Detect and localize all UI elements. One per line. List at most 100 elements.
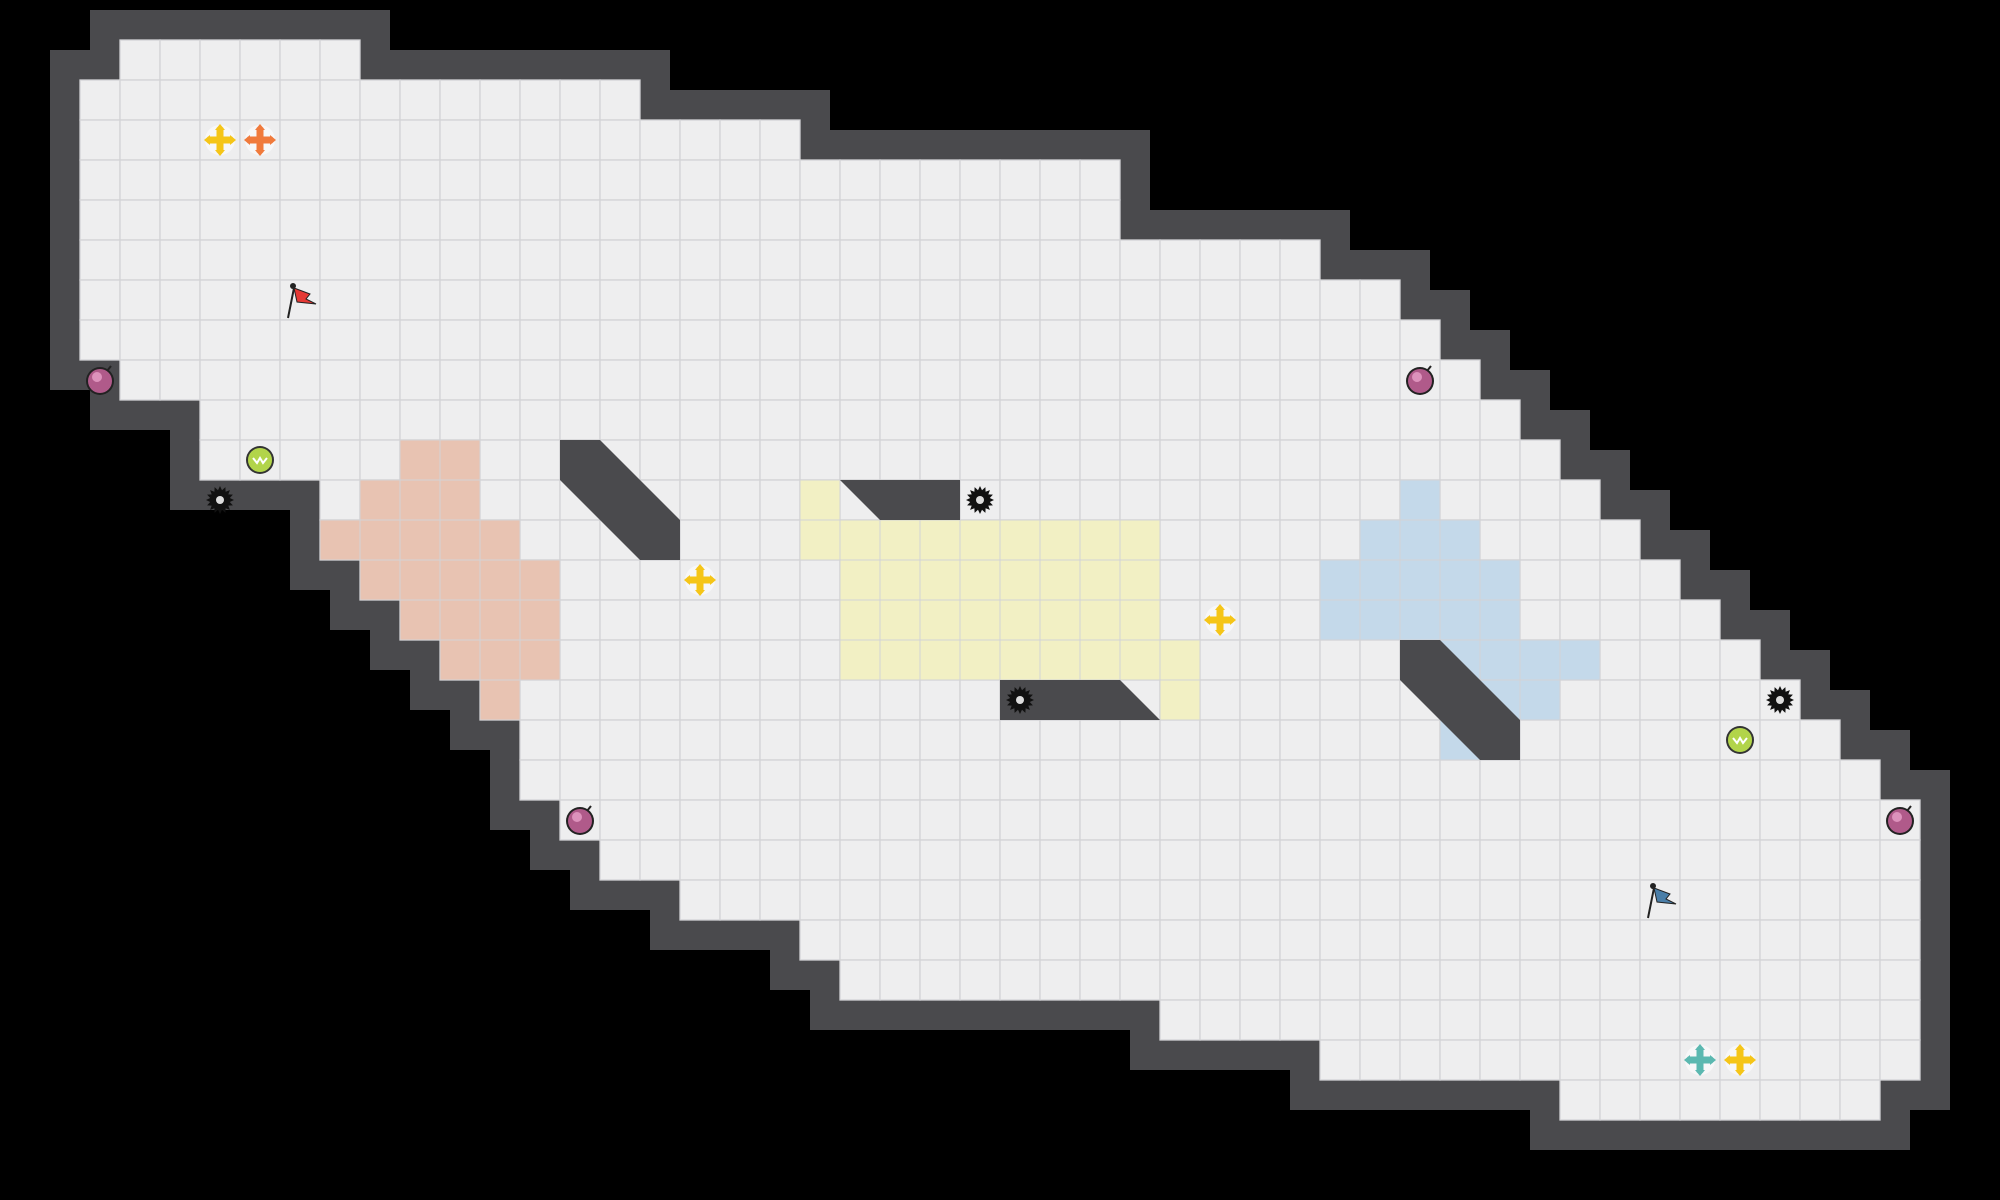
blue-zone-tile: [1439, 559, 1481, 601]
floor-tile: [439, 279, 481, 321]
floor-tile: [1079, 279, 1121, 321]
floor-tile: [1719, 1079, 1761, 1121]
floor-tile: [1159, 399, 1201, 441]
boost-icon: [246, 446, 274, 474]
floor-tile: [919, 959, 961, 1001]
floor-tile: [839, 919, 881, 961]
floor-tile: [1639, 1039, 1681, 1081]
floor-tile: [1879, 839, 1921, 881]
floor-tile: [1159, 479, 1201, 521]
floor-tile: [1679, 679, 1721, 721]
floor-tile: [959, 279, 1001, 321]
floor-tile: [1439, 879, 1481, 921]
floor-tile: [1479, 959, 1521, 1001]
floor-tile: [119, 199, 161, 241]
floor-tile: [1639, 839, 1681, 881]
floor-tile: [79, 319, 121, 361]
floor-tile: [479, 359, 521, 401]
floor-tile: [1599, 919, 1641, 961]
floor-tile: [1719, 639, 1761, 681]
floor-tile: [1519, 879, 1561, 921]
yellow-zone-tile: [1119, 599, 1161, 641]
yellow-zone-tile: [1079, 519, 1121, 561]
floor-tile: [319, 359, 361, 401]
floor-tile: [1719, 799, 1761, 841]
floor-tile: [1679, 639, 1721, 681]
floor-tile: [1079, 719, 1121, 761]
floor-tile: [1239, 959, 1281, 1001]
floor-tile: [719, 679, 761, 721]
floor-tile: [1839, 1079, 1881, 1121]
floor-tile: [679, 839, 721, 881]
floor-tile: [1439, 359, 1481, 401]
blue-flag-icon: [1647, 883, 1677, 919]
floor-tile: [1879, 879, 1921, 921]
floor-tile: [319, 39, 361, 81]
floor-tile: [1239, 759, 1281, 801]
floor-tile: [559, 239, 601, 281]
floor-tile: [759, 879, 801, 921]
floor-tile: [159, 39, 201, 81]
floor-tile: [519, 119, 561, 161]
floor-tile: [1799, 879, 1841, 921]
floor-tile: [439, 399, 481, 441]
yellow-cross-icon: [1724, 1044, 1756, 1076]
floor-tile: [119, 39, 161, 81]
floor-tile: [1679, 799, 1721, 841]
floor-tile: [1199, 439, 1241, 481]
floor-tile: [1759, 919, 1801, 961]
floor-tile: [999, 359, 1041, 401]
floor-tile: [1519, 759, 1561, 801]
floor-tile: [799, 639, 841, 681]
floor-tile: [799, 279, 841, 321]
floor-tile: [599, 319, 641, 361]
floor-tile: [279, 359, 321, 401]
floor-tile: [1119, 399, 1161, 441]
floor-tile: [1119, 359, 1161, 401]
floor-tile: [479, 279, 521, 321]
floor-tile: [879, 359, 921, 401]
floor-tile: [1759, 1039, 1801, 1081]
floor-tile: [1359, 759, 1401, 801]
floor-tile: [439, 239, 481, 281]
floor-tile: [279, 79, 321, 121]
yellow-zone-tile: [1159, 679, 1201, 721]
floor-tile: [279, 239, 321, 281]
floor-tile: [1359, 399, 1401, 441]
floor-tile: [519, 679, 561, 721]
floor-tile: [1599, 799, 1641, 841]
floor-tile: [479, 159, 521, 201]
floor-tile: [679, 479, 721, 521]
floor-tile: [1159, 799, 1201, 841]
floor-tile: [719, 159, 761, 201]
floor-tile: [1399, 719, 1441, 761]
floor-tile: [319, 159, 361, 201]
bomb-icon: [1886, 805, 1914, 835]
floor-tile: [1399, 879, 1441, 921]
floor-tile: [639, 839, 681, 881]
floor-tile: [1519, 919, 1561, 961]
floor-tile: [1319, 359, 1361, 401]
floor-tile: [1319, 959, 1361, 1001]
floor-tile: [639, 719, 681, 761]
floor-tile: [1559, 839, 1601, 881]
floor-tile: [959, 319, 1001, 361]
floor-tile: [1439, 479, 1481, 521]
floor-tile: [759, 199, 801, 241]
floor-tile: [1439, 1039, 1481, 1081]
floor-tile: [239, 359, 281, 401]
floor-tile: [719, 799, 761, 841]
floor-tile: [399, 319, 441, 361]
floor-tile: [1399, 959, 1441, 1001]
floor-tile: [279, 119, 321, 161]
spike-icon: [966, 486, 994, 514]
floor-tile: [719, 199, 761, 241]
floor-tile: [519, 439, 561, 481]
floor-tile: [1439, 999, 1481, 1041]
floor-tile: [159, 279, 201, 321]
floor-tile: [1759, 719, 1801, 761]
floor-tile: [1519, 559, 1561, 601]
yellow-zone-tile: [1039, 639, 1081, 681]
yellow-zone-tile: [799, 479, 841, 521]
floor-tile: [799, 199, 841, 241]
